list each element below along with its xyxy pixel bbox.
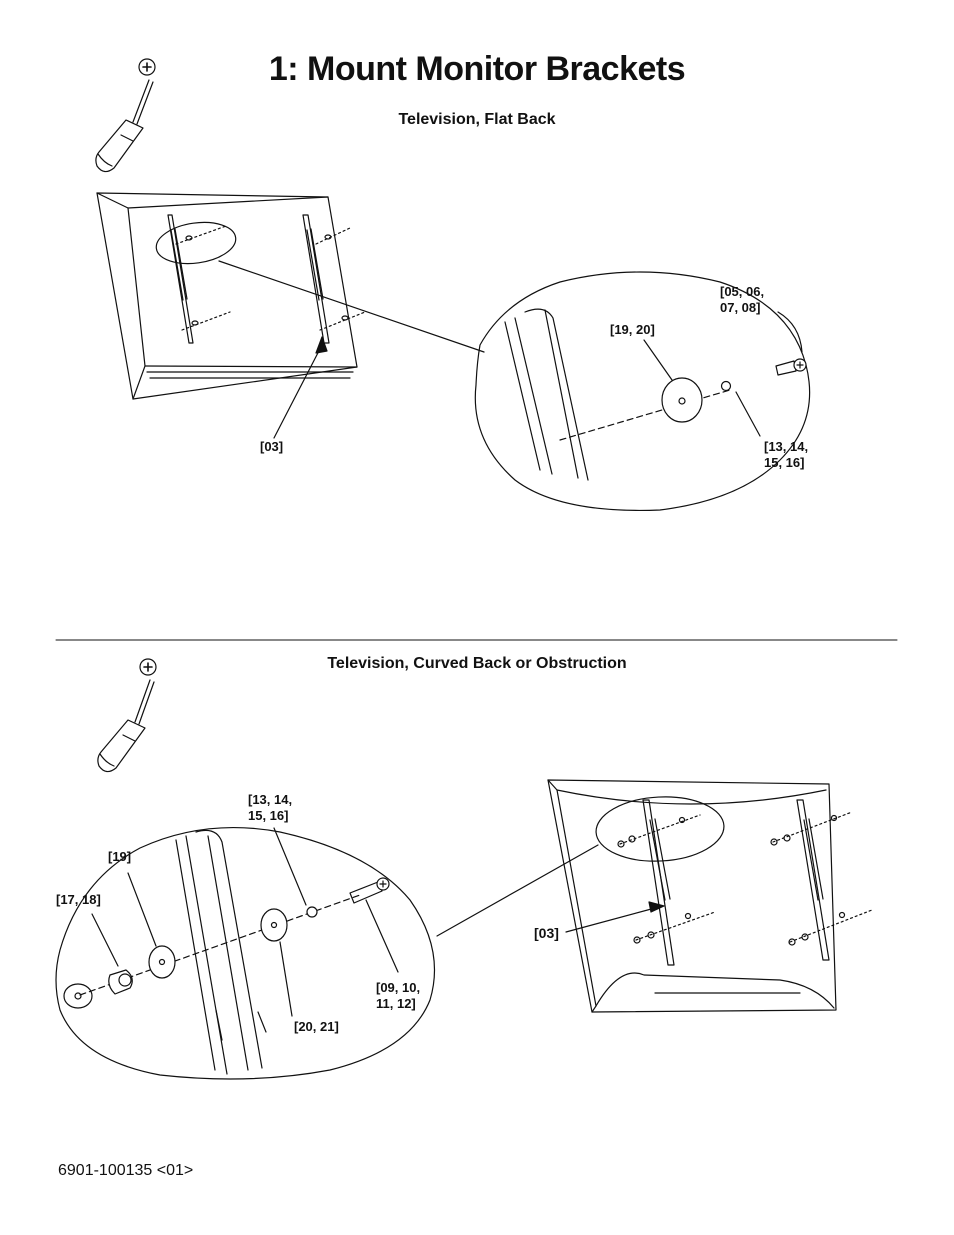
phillips-screwdriver-icon bbox=[95, 58, 156, 173]
flat-back-tv-illustration bbox=[96, 192, 485, 439]
label-washer-19-20: [19, 20] bbox=[610, 322, 655, 337]
section-heading-flat-back: Television, Flat Back bbox=[398, 111, 556, 128]
curved-back-tv-illustration bbox=[436, 779, 873, 1013]
label-bracket-03: [03] bbox=[534, 925, 559, 941]
label-screw-05-08: [05, 06, 07, 08] bbox=[720, 284, 764, 316]
curved-back-detail-callout bbox=[55, 826, 436, 1080]
label-spacer-17-18: [17, 18] bbox=[56, 892, 101, 907]
label-line: 15, 16] bbox=[248, 808, 289, 823]
label-lockwasher-13-16: [13, 14, 15, 16] bbox=[248, 792, 292, 824]
label-line: [09, 10, bbox=[376, 980, 421, 995]
document-number: 6901-100135 <01> bbox=[58, 1162, 194, 1179]
label-line: [13, 14, bbox=[764, 439, 809, 454]
label-screw-09-12: [09, 10, 11, 12] bbox=[376, 980, 420, 1012]
label-line: 11, 12] bbox=[376, 996, 416, 1011]
label-washer-19: [19] bbox=[108, 849, 132, 864]
phillips-screwdriver-icon bbox=[97, 658, 157, 773]
label-line: [13, 14, bbox=[248, 792, 293, 807]
section-heading-curved-back: Television, Curved Back or Obstruction bbox=[327, 655, 627, 672]
label-bracket-03: [03] bbox=[260, 439, 284, 454]
page-title: 1: Mount Monitor Brackets bbox=[268, 50, 686, 88]
flat-back-detail-callout bbox=[474, 271, 811, 511]
label-washer-20-21: [20, 21] bbox=[294, 1019, 339, 1034]
label-line: [05, 06, bbox=[720, 284, 765, 299]
label-line: 07, 08] bbox=[720, 300, 761, 315]
